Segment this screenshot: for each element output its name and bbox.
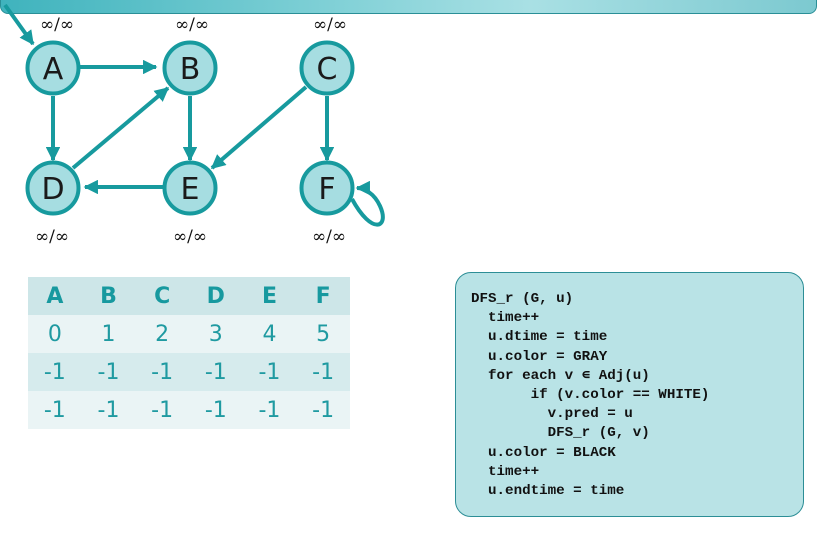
start-arrow (3, 3, 35, 46)
time-label-c: ∞/∞ (313, 15, 347, 35)
node-f-label: F (318, 172, 335, 207)
table-cell: 0 (28, 315, 82, 353)
dfs-time-table: A B C D E F 0 1 2 3 4 5 -1 -1 -1 -1 -1 -… (28, 277, 350, 429)
node-d: D (25, 160, 81, 216)
table-cell: 5 (296, 315, 350, 353)
table-cell: -1 (81, 391, 136, 429)
table-cell: -1 (242, 353, 297, 391)
pseudocode: DFS_r (G, u) time++ u.dtime = time u.col… (471, 290, 709, 501)
code-line: time++ (471, 463, 540, 480)
node-e-label: E (181, 172, 200, 207)
header-cell: D (188, 277, 243, 315)
node-d-label: D (41, 172, 64, 207)
edge-c-e (210, 85, 308, 170)
node-a-label: A (43, 52, 64, 87)
graph-diagram: A B C D E F ∞/∞ ∞/∞ ∞/∞ ∞/∞ ∞/∞ ∞/∞ (3, 3, 385, 247)
code-line: DFS_r (G, v) (471, 425, 650, 442)
code-line: u.color = GRAY (471, 348, 608, 365)
code-line: v.pred = u (471, 406, 633, 423)
time-label-e: ∞/∞ (173, 227, 207, 247)
table-cell: -1 (242, 391, 297, 429)
code-line: time++ (471, 310, 540, 327)
table-cell: -1 (296, 353, 350, 391)
code-line: if (v.color == WHITE) (471, 387, 710, 404)
table-row: 0 1 2 3 4 5 (28, 315, 350, 353)
code-line: DFS_r (G, u) (471, 291, 574, 307)
time-label-b: ∞/∞ (175, 15, 209, 35)
header-cell: C (135, 277, 189, 315)
node-a: A (25, 40, 81, 96)
code-line: u.endtime = time (471, 483, 625, 500)
table-header-row: A B C D E F (28, 277, 350, 315)
table-cell: -1 (135, 391, 189, 429)
edge-d-b (71, 86, 170, 170)
node-c: C (299, 40, 355, 96)
node-f: F (299, 160, 355, 216)
table-cell: 4 (242, 315, 297, 353)
code-line: u.dtime = time (471, 329, 608, 346)
node-c-label: C (317, 52, 338, 87)
code-line: for each v ∊ Adj(u) (471, 367, 650, 384)
table-cell: 1 (81, 315, 136, 353)
table-cell: -1 (135, 353, 189, 391)
time-label-f: ∞/∞ (312, 227, 346, 247)
edge-f-f (350, 180, 385, 227)
header-cell: F (296, 277, 350, 315)
table-cell: -1 (28, 353, 82, 391)
header-cell: E (242, 277, 297, 315)
node-b-label: B (180, 52, 201, 87)
code-line: u.color = BLACK (471, 444, 616, 461)
table-cell: 2 (135, 315, 189, 353)
node-b: B (162, 40, 218, 96)
table-cell: -1 (188, 391, 243, 429)
table-cell: -1 (296, 391, 350, 429)
table-cell: -1 (81, 353, 136, 391)
pseudocode-box: DFS_r (G, u) time++ u.dtime = time u.col… (455, 272, 804, 517)
table-row: -1 -1 -1 -1 -1 -1 (28, 391, 350, 429)
time-label-d: ∞/∞ (35, 227, 69, 247)
header-cell: B (81, 277, 136, 315)
table-cell: -1 (28, 391, 82, 429)
node-e: E (162, 160, 218, 216)
table-cell: 3 (188, 315, 243, 353)
time-label-a: ∞/∞ (40, 15, 74, 35)
table-cell: -1 (188, 353, 243, 391)
header-cell: A (28, 277, 82, 315)
table-row: -1 -1 -1 -1 -1 -1 (28, 353, 350, 391)
